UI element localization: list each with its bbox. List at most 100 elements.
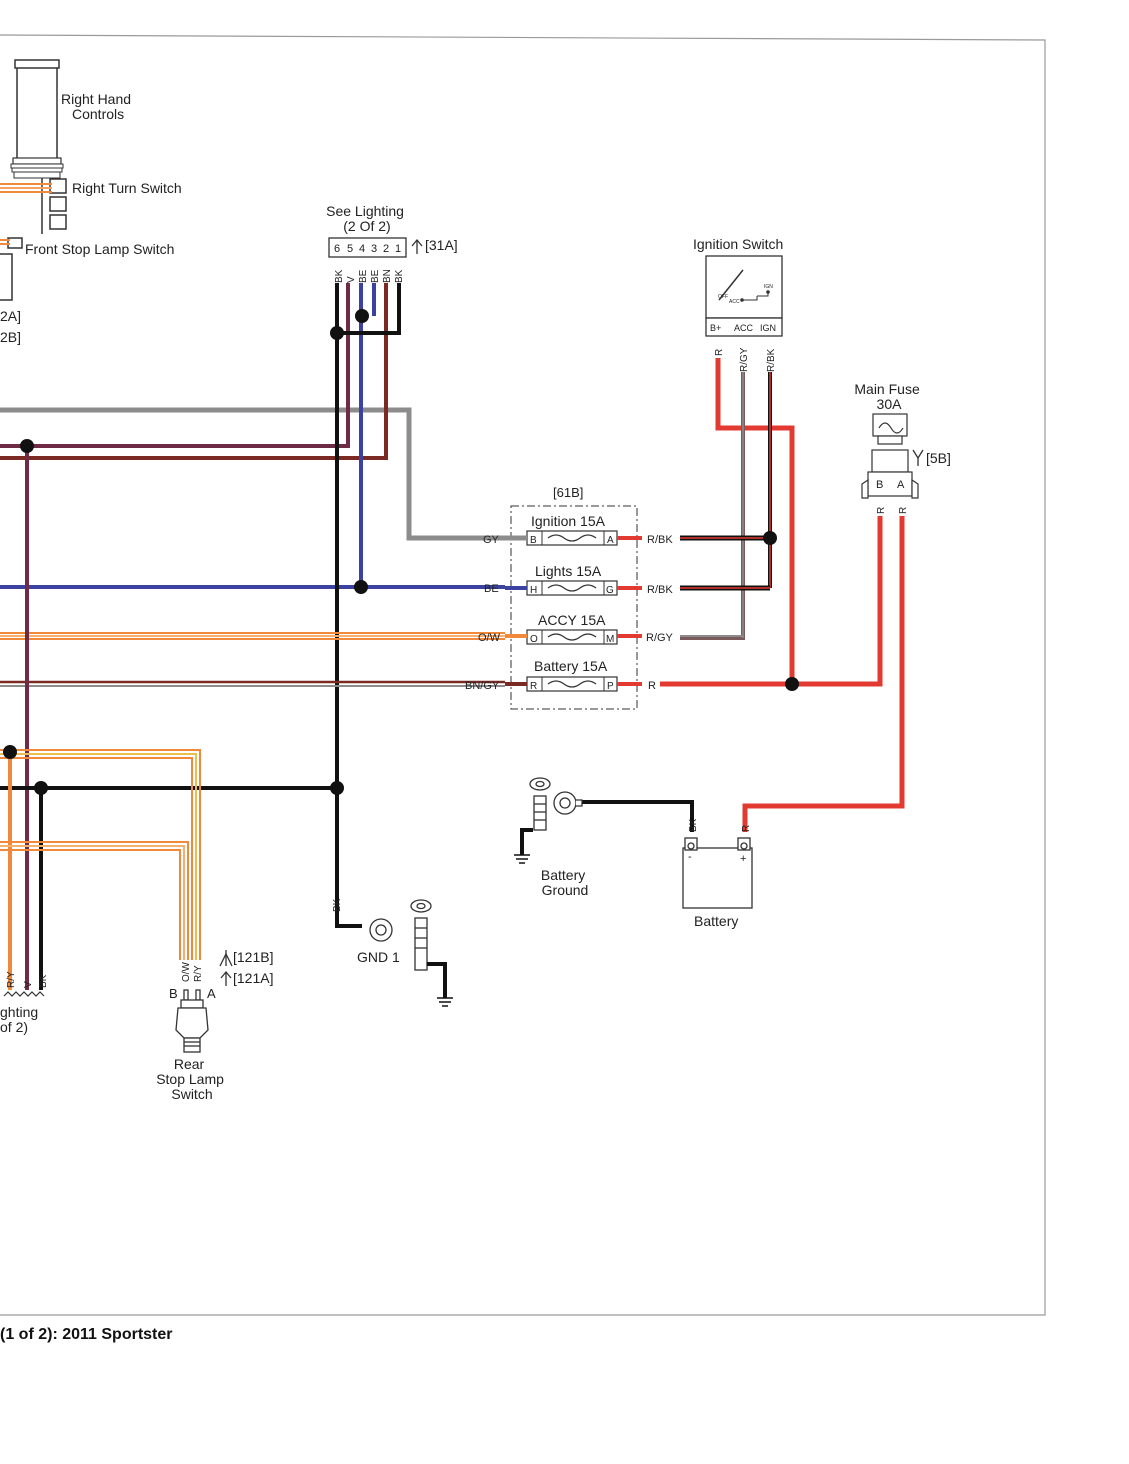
fuse-block (510, 505, 638, 710)
right-turn-switch-label: Right Turn Switch (72, 180, 182, 196)
svg-text:R: R (876, 507, 887, 514)
svg-text:A: A (207, 986, 216, 1001)
svg-text:R/BK: R/BK (647, 534, 673, 546)
main-fuse-label: Main Fuse 30A (854, 381, 923, 412)
ref-31a: [31A] (425, 237, 458, 253)
fuse-ignition-label: Ignition 15A (531, 513, 606, 529)
fuse-accy: ACCY 15A O M O/W R/GY (478, 612, 674, 645)
svg-text:OFF: OFF (718, 294, 728, 300)
ignition-switch-label: Ignition Switch (693, 236, 783, 252)
fuse-ignition: Ignition 15A B A GY R/BK (483, 513, 673, 546)
right-turn-switch-wires (0, 183, 52, 245)
ref-2b: 2B] (0, 329, 21, 345)
pin-5: 5 (347, 243, 353, 255)
svg-text:M: M (606, 634, 614, 645)
left-wire-labels: R/Y V BK (6, 971, 49, 988)
gnd1-icon (369, 899, 453, 1007)
right-hand-controls-icon (0, 59, 67, 301)
rear-stop-lamp-switch-label: Rear Stop Lamp Switch (156, 1056, 228, 1102)
svg-text:B+: B+ (710, 323, 721, 333)
wires (0, 283, 905, 990)
svg-text:B: B (169, 986, 178, 1001)
lighting-connector (328, 237, 407, 258)
svg-text:BK: BK (334, 269, 345, 283)
fuse-lights: Lights 15A H G BE R/BK (484, 563, 673, 596)
svg-text:BK: BK (394, 269, 405, 283)
see-lighting-label: See Lighting (2 Of 2) (326, 203, 408, 234)
svg-text:R/Y: R/Y (6, 971, 17, 988)
svg-text:GY: GY (483, 534, 500, 546)
svg-text:R: R (530, 681, 537, 692)
svg-text:O/W: O/W (478, 632, 501, 644)
battery-ground-icon (514, 777, 583, 864)
svg-text:BE: BE (358, 269, 369, 283)
svg-text:H: H (530, 585, 537, 596)
lighting-ref-label: ghting of 2) (0, 1004, 42, 1035)
svg-text:P: P (607, 681, 614, 692)
svg-text:R/Y: R/Y (193, 965, 204, 982)
svg-text:R/GY: R/GY (739, 347, 750, 372)
svg-text:O: O (530, 634, 538, 645)
svg-text:BK: BK (38, 974, 49, 988)
fuse-battery-label: Battery 15A (534, 658, 608, 674)
svg-text:ACC: ACC (734, 323, 754, 333)
main-fuse: B A (861, 413, 919, 499)
fuse-lights-label: Lights 15A (535, 563, 602, 579)
svg-text:R/BK: R/BK (766, 348, 777, 372)
battery-label: Battery (694, 913, 738, 929)
svg-text:B: B (530, 535, 537, 546)
svg-text:ACC: ACC (729, 299, 740, 305)
svg-text:IGN: IGN (764, 284, 773, 290)
ignition-wire-labels: R R/GY R/BK (714, 347, 777, 372)
fuse-block-ref: [61B] (553, 485, 583, 500)
svg-text:R/GY: R/GY (646, 632, 674, 644)
svg-text:BK: BK (688, 818, 699, 832)
arrow-up-icon (411, 238, 423, 254)
svg-text:R: R (898, 507, 909, 514)
svg-text:R: R (741, 825, 752, 832)
ref-5b: [5B] (926, 450, 951, 466)
svg-text:-: - (688, 851, 692, 863)
pin-4: 4 (359, 243, 365, 255)
battery-ground-label: Battery Ground (541, 867, 589, 898)
arrow-up-icon (220, 970, 232, 986)
svg-text:B: B (876, 479, 883, 491)
svg-text:V: V (23, 981, 34, 988)
connector-wire-labels: BK V BE BE BN BK (334, 269, 405, 283)
pin-1: 1 (395, 243, 401, 255)
svg-text:BE: BE (370, 269, 381, 283)
pin-6: 6 (334, 243, 340, 255)
pin-3: 3 (371, 243, 377, 255)
svg-text:V: V (346, 276, 357, 283)
rear-switch-wire-labels: O/W R/Y B A (169, 961, 216, 1001)
gnd-wire-label: BK (332, 898, 343, 912)
fuse-accy-label: ACCY 15A (538, 612, 606, 628)
ref-121a: [121A] (233, 970, 273, 986)
svg-text:BE: BE (484, 583, 499, 595)
gnd1-label: GND 1 (357, 949, 400, 965)
svg-text:A: A (897, 479, 905, 491)
right-hand-controls-label: Right Hand Controls (61, 91, 135, 122)
svg-text:A: A (607, 535, 614, 546)
fuse-battery: Battery 15A R P BN/GY R (465, 658, 656, 692)
connector-chevrons (3, 991, 45, 997)
rear-stop-lamp-switch-icon (175, 989, 209, 1053)
svg-text:R/BK: R/BK (647, 584, 673, 596)
svg-text:IGN: IGN (760, 323, 776, 333)
svg-text:O/W: O/W (181, 961, 192, 982)
page-frame (0, 34, 1046, 1316)
ref-121b: [121B] (233, 949, 273, 965)
battery-icon: - + (682, 837, 753, 909)
svg-text:BN/GY: BN/GY (465, 680, 500, 692)
y-connector-icon (912, 449, 924, 466)
svg-text:R: R (714, 349, 725, 356)
junction-dots (3, 309, 799, 795)
connector-pin-numbers: 6 5 4 3 2 1 (334, 243, 401, 255)
main-fuse-wire-labels: R R (876, 507, 909, 514)
ref-2a: 2A] (0, 308, 21, 324)
svg-text:G: G (606, 585, 614, 596)
battery-wire-labels: BK R (688, 818, 752, 832)
lambda-connector-icon (219, 950, 233, 967)
pin-2: 2 (383, 243, 389, 255)
